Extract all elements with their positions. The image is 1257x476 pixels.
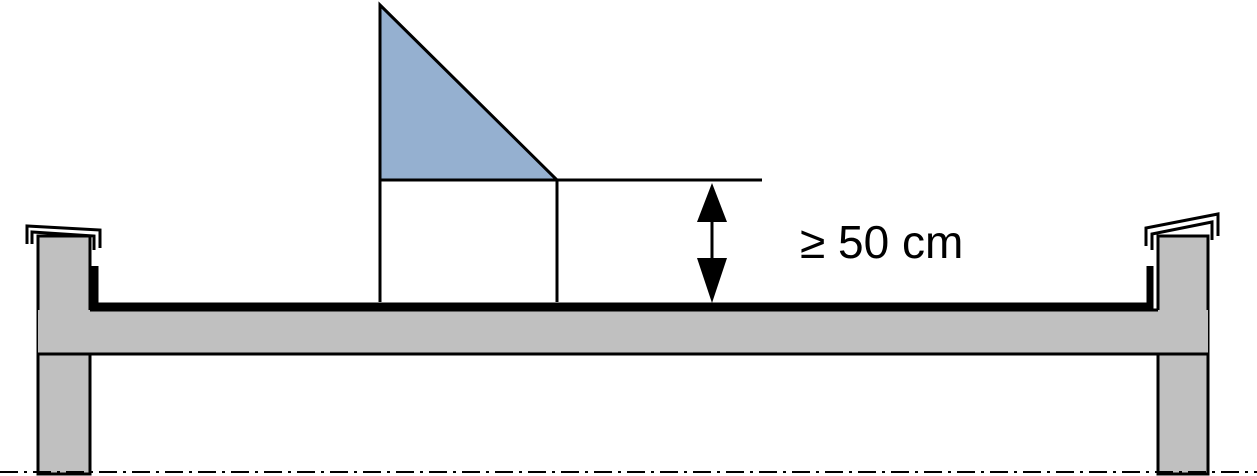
triangle-panel (378, 1, 561, 182)
height-dimension-arrow (697, 183, 727, 303)
left-column-shaft (36, 352, 92, 476)
right-column (1156, 234, 1210, 476)
right-column-shaft (1156, 352, 1210, 476)
arrow-down-icon (697, 258, 727, 303)
right-coping (1144, 212, 1220, 250)
roof-slab (38, 308, 1208, 356)
left-coping (25, 224, 102, 250)
slab-fill (38, 310, 1208, 354)
arrow-up-icon (697, 183, 727, 222)
roof-object (378, 1, 762, 302)
dimension-label: ≥ 50 cm (800, 216, 963, 268)
roof-membrane (91, 266, 1154, 310)
